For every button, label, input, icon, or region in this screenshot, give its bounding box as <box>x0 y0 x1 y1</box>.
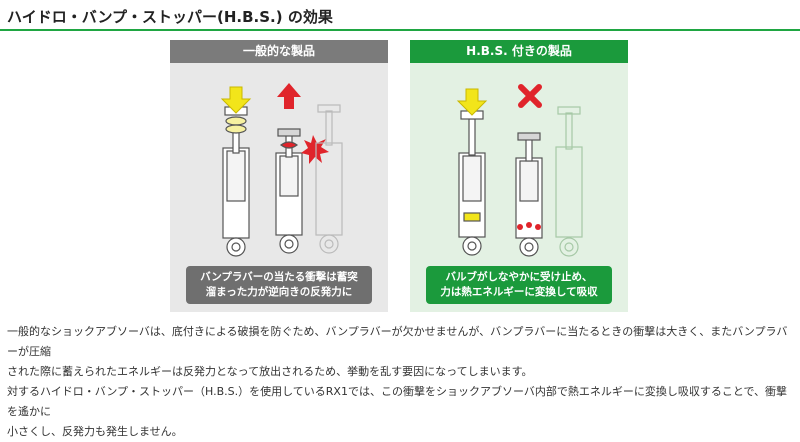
shock-absorber-rebound <box>275 128 303 254</box>
down-arrow-icon <box>220 86 252 114</box>
impact-burst-icon <box>301 135 329 164</box>
shock-absorber-compressing <box>458 110 486 256</box>
shock-absorber-ghost <box>555 106 583 257</box>
up-arrow-icon <box>277 83 301 109</box>
shock-absorber-compressing <box>222 106 250 257</box>
explanation-line-1: 一般的なショックアブソーバは、底付きによる破損を防ぐため、バンプラバーが欠かせま… <box>7 325 788 358</box>
conventional-caption: バンプラバーの当たる衝撃は蓄突 溜まった力が逆向きの反発力に <box>186 266 372 304</box>
explanation-text: 一般的なショックアブソーバは、底付きによる破損を防ぐため、バンプラバーが欠かせま… <box>7 322 797 442</box>
explanation-line-3: 対するハイドロ・バンプ・ストッパー（H.B.S.）を使用しているRX1では、この… <box>7 385 788 418</box>
hbs-product-panel: H.B.S. 付きの製品 <box>410 40 628 312</box>
down-arrow-icon <box>456 88 488 116</box>
explanation-line-2: された際に蓄えられたエネルギーは反発力となって放出されるため、挙動を乱す要因にな… <box>7 365 533 378</box>
shock-absorber-absorbing <box>515 132 543 257</box>
heat-icon <box>517 222 541 230</box>
hbs-caption: バルブがしなやかに受け止め、 力は熱エネルギーに変換して吸収 <box>426 266 612 304</box>
cross-mark-icon <box>518 84 542 108</box>
conventional-product-panel: 一般的な製品 <box>170 40 388 312</box>
shock-absorber-ghost <box>315 104 343 254</box>
explanation-line-4: 小さくし、反発力も発生しません。 <box>7 425 183 438</box>
conventional-shock-illustration <box>220 83 343 257</box>
page-title: ハイドロ・バンプ・ストッパー(H.B.S.) の効果 <box>7 8 333 26</box>
hbs-shock-illustration <box>456 84 583 257</box>
conventional-panel-heading: 一般的な製品 <box>170 40 388 63</box>
title-divider <box>0 29 800 31</box>
hbs-panel-heading: H.B.S. 付きの製品 <box>410 40 628 63</box>
